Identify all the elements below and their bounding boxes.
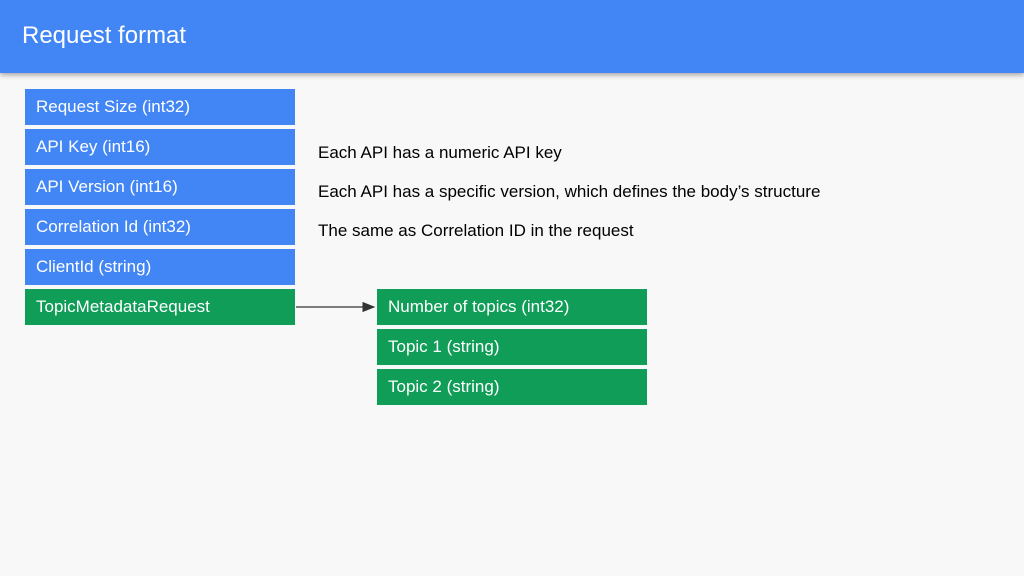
field-number-of-topics: Number of topics (int32) (377, 289, 647, 325)
desc-api-version: Each API has a specific version, which d… (318, 182, 821, 201)
desc-correlation-id: The same as Correlation ID in the reques… (318, 221, 634, 240)
slide-title: Request format (22, 22, 187, 49)
field-topic-1: Topic 1 (string) (377, 329, 647, 365)
field-api-version: API Version (int16) (25, 169, 295, 205)
desc-api-key: Each API has a numeric API key (318, 143, 562, 162)
field-api-key: API Key (int16) (25, 129, 295, 165)
field-correlation-id: Correlation Id (int32) (25, 209, 295, 245)
field-topic-metadata-request: TopicMetadataRequest (25, 289, 295, 325)
slide-header: Request format (0, 0, 1024, 73)
field-topic-2: Topic 2 (string) (377, 369, 647, 405)
field-request-size: Request Size (int32) (25, 89, 295, 125)
field-client-id: ClientId (string) (25, 249, 295, 285)
